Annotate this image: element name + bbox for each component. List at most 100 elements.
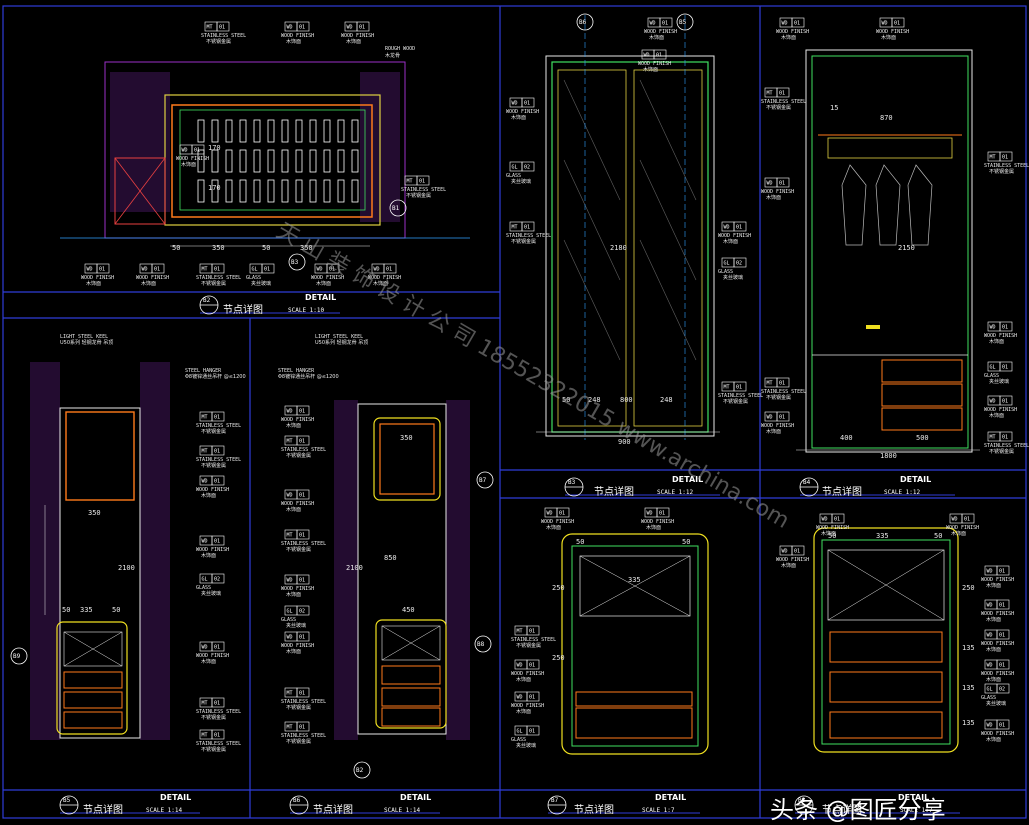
material-code: GL xyxy=(990,365,996,371)
rod-section xyxy=(281,119,289,143)
material-number: 01 xyxy=(214,539,220,545)
dim-label: 248 xyxy=(588,396,601,404)
note-light-steel-keel-cn: U50系列 轻钢龙骨 吊顶 xyxy=(315,339,368,346)
material-name: WOOD FINISH xyxy=(541,519,574,525)
material-name-cn: 木饰面 xyxy=(766,194,781,201)
material-name: GLASS xyxy=(246,275,261,281)
dim-label: 450 xyxy=(402,606,415,614)
rod-section xyxy=(225,179,233,203)
rod-section xyxy=(253,119,261,143)
material-code: WD xyxy=(822,517,828,523)
material-number: 01 xyxy=(329,267,335,273)
material-name: STAINLESS STEEL xyxy=(506,233,551,239)
material-name: WOOD FINISH xyxy=(776,29,809,35)
material-name: STAINLESS STEEL xyxy=(196,275,241,281)
material-number: 01 xyxy=(529,729,535,735)
material-code: GL xyxy=(724,261,730,267)
scale-label: SCALE 1:12 xyxy=(657,489,694,496)
panel-b7-dims: 50 335 50 250 250 xyxy=(552,538,690,662)
material-number: 01 xyxy=(214,645,220,651)
material-name: STAINLESS STEEL xyxy=(281,699,326,705)
material-name-cn: 木饰面 xyxy=(316,280,331,287)
dim-label: 2100 xyxy=(346,564,363,572)
dim-label: 50 xyxy=(562,396,570,404)
material-code: MT xyxy=(287,439,293,445)
material-code: GL xyxy=(512,165,518,171)
rod-section xyxy=(295,119,303,143)
material-name: WOOD FINISH xyxy=(876,29,909,35)
material-number: 01 xyxy=(736,385,742,391)
panel-id: B7 xyxy=(551,797,559,804)
rod-section xyxy=(351,119,359,143)
material-name-cn: 木饰面 xyxy=(986,736,1001,743)
material-number: 01 xyxy=(99,267,105,273)
material-number: 01 xyxy=(1002,435,1008,441)
material-name: STAINLESS STEEL xyxy=(511,637,556,643)
dim-label: 900 xyxy=(618,438,631,446)
material-number: 01 xyxy=(299,25,305,31)
material-name-cn: 木饰面 xyxy=(286,422,301,429)
material-name-cn: 木饰面 xyxy=(373,280,388,287)
note-steel-hanger-cn: Φ8镀锌通丝吊杆 @≤1200 xyxy=(278,373,339,380)
material-code: WD xyxy=(287,25,293,31)
material-number: 01 xyxy=(524,101,530,107)
callout-label: B9 xyxy=(13,653,21,660)
material-name: WOOD FINISH xyxy=(981,641,1014,647)
callout-label: B1 xyxy=(392,205,400,212)
material-number: 01 xyxy=(779,415,785,421)
material-code: GL xyxy=(252,267,258,273)
title-cn: 节点详图 xyxy=(822,803,862,816)
material-number: 01 xyxy=(779,381,785,387)
material-number: 01 xyxy=(1002,325,1008,331)
material-name: WOOD FINISH xyxy=(281,417,314,423)
material-number: 01 xyxy=(779,91,785,97)
material-name: WOOD FINISH xyxy=(984,407,1017,413)
material-name-cn: 不锈钢金属 xyxy=(201,746,226,753)
title-cn: 节点详图 xyxy=(822,485,862,498)
material-name: STAINLESS STEEL xyxy=(201,33,246,39)
material-code: WD xyxy=(987,603,993,609)
material-name-cn: 木饰面 xyxy=(511,114,526,121)
material-name-cn: 木饰面 xyxy=(141,280,156,287)
panel-b4-dims: 15 870 2150 400 500 1800 xyxy=(830,104,929,460)
material-number: 01 xyxy=(214,479,220,485)
material-name: GLASS xyxy=(506,173,521,179)
rod-section xyxy=(351,179,359,203)
material-code: WD xyxy=(644,53,650,59)
material-name: STAINLESS STEEL xyxy=(281,541,326,547)
dim-label: 135 xyxy=(962,684,975,692)
material-name: STAINLESS STEEL xyxy=(196,423,241,429)
material-name-cn: 木饰面 xyxy=(781,562,796,569)
dim-label: 335 xyxy=(80,606,93,614)
material-name-cn: 夹丝玻璃 xyxy=(989,378,1009,385)
material-code: WD xyxy=(287,635,293,641)
rod-section xyxy=(267,149,275,173)
rod-section xyxy=(225,149,233,173)
material-name: WOOD FINISH xyxy=(281,33,314,39)
material-name-cn: 木饰面 xyxy=(986,582,1001,589)
material-name: WOOD FINISH xyxy=(718,233,751,239)
material-name-cn: 木饰面 xyxy=(286,38,301,45)
material-code: WD xyxy=(202,479,208,485)
material-number: 01 xyxy=(999,569,1005,575)
material-code: WD xyxy=(782,549,788,555)
material-name-cn: 木饰面 xyxy=(646,524,661,531)
material-name-cn: 夹丝玻璃 xyxy=(201,590,221,597)
material-code: WD xyxy=(882,21,888,27)
material-name: WOOD FINISH xyxy=(368,275,401,281)
dim-label: 350 xyxy=(88,509,101,517)
dim-label: 50 xyxy=(576,538,584,546)
material-number: 01 xyxy=(359,25,365,31)
